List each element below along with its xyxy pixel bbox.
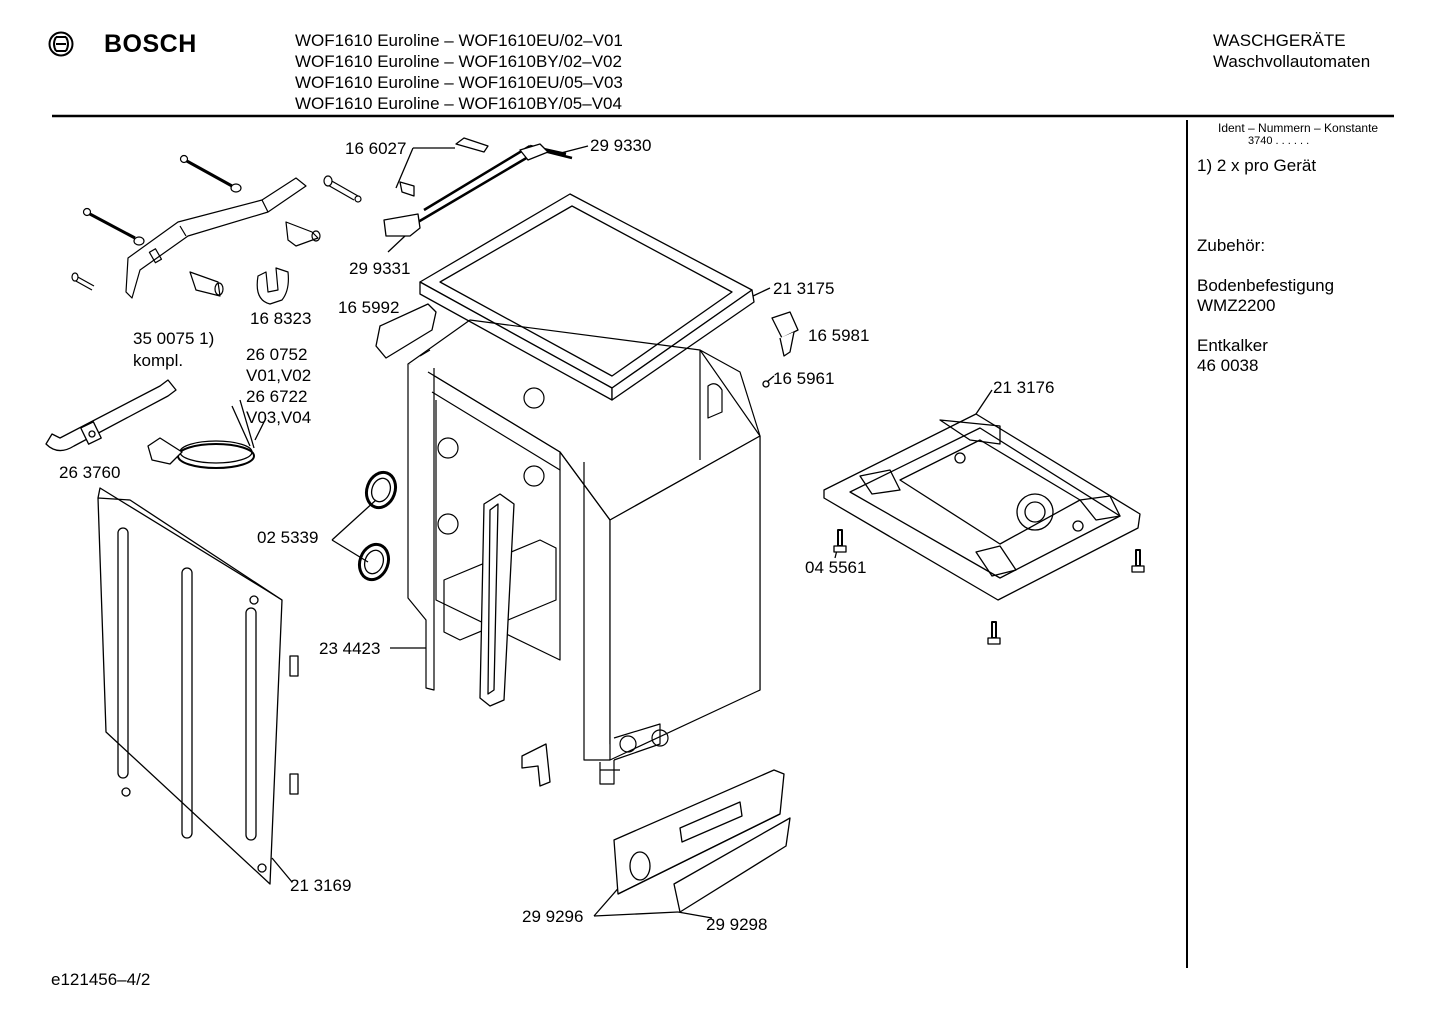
worktop-lid [419,193,755,401]
accessory-code: WMZ2200 [1197,296,1276,315]
ident-title: Ident – Nummern – Konstante [1218,121,1379,135]
screws [833,529,1145,645]
part-label: 21 3175 [773,279,834,298]
part-label: V01,V02 [246,366,311,385]
part-label: kompl. [133,351,183,370]
bosch-logo-icon [48,31,74,57]
small-bracket [521,743,551,787]
wrench-tool [45,379,177,452]
accessory-name: Entkalker [1197,336,1268,355]
part-label: 16 5981 [808,326,869,345]
part-label: 29 9331 [349,259,410,278]
part-label: 16 5992 [338,298,399,317]
part-label: 21 3169 [290,876,351,895]
cabinet-frame [407,319,761,785]
accessory-code: 46 0038 [1197,356,1259,375]
door-lock-parts [383,137,573,237]
part-label: 26 3760 [59,463,120,482]
side-panel [97,487,299,885]
part-label: 26 6722 [246,387,307,406]
model-line-3: WOF1610 Euroline – WOF1610EU/05–V03 [295,73,623,92]
part-label: 23 4423 [319,639,380,658]
part-label: 21 3176 [993,378,1054,397]
model-line-4: WOF1610 Euroline – WOF1610BY/05–V04 [295,94,622,113]
accessory-name: Bodenbefestigung [1197,276,1335,295]
model-line-1: WOF1610 Euroline – WOF1610EU/02–V01 [295,31,623,50]
part-label: 29 9330 [590,136,651,155]
power-cable [147,399,255,469]
base-frame [823,413,1141,601]
accessories-title: Zubehör: [1197,236,1266,255]
note-text: 1) 2 x pro Gerät [1197,156,1317,175]
document-id: e121456–4/2 [51,970,151,989]
category-title: WASCHGERÄTE [1213,31,1346,50]
brand-name: BOSCH [104,30,197,58]
part-label: 16 8323 [250,309,311,328]
part-label: V03,V04 [246,408,311,427]
part-label: 04 5561 [805,558,866,577]
part-label: 02 5339 [257,528,318,547]
cover-plate [375,303,437,359]
door-strip [479,493,515,707]
part-label: 29 9296 [522,907,583,926]
clip-part [762,311,799,388]
part-label: 29 9298 [706,915,767,934]
part-label: 16 5961 [773,369,834,388]
ident-value: 3740 . . . . . . [1248,135,1310,147]
seal-rings [357,470,398,582]
model-line-2: WOF1610 Euroline – WOF1610BY/02–V02 [295,52,622,71]
part-label: 35 0075 1) [133,329,214,348]
control-panel [613,769,791,913]
subcategory-title: Waschvollautomaten [1213,52,1371,71]
part-label: 16 6027 [345,139,406,158]
transport-bracket [71,154,362,305]
part-label: 26 0752 [246,345,307,364]
